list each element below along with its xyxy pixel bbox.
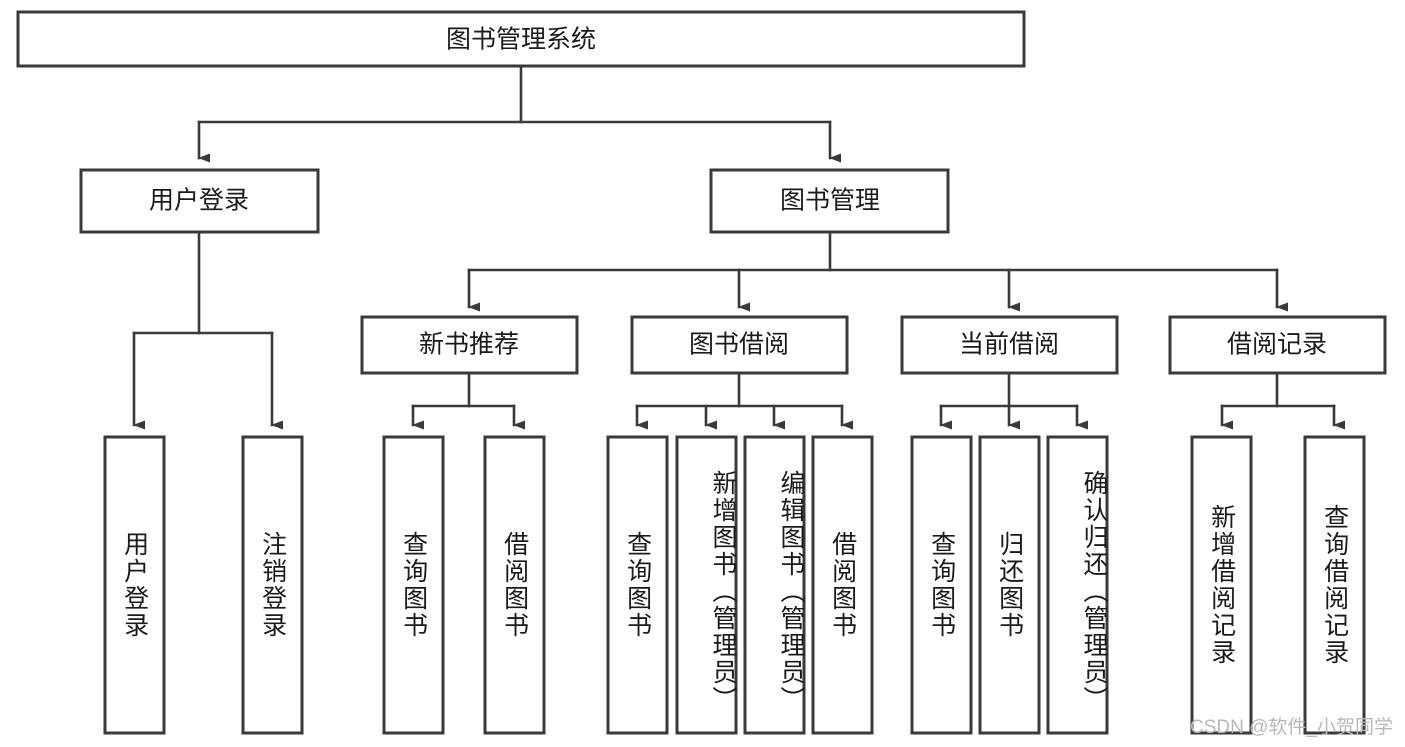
node-book-borrow[interactable]: 图书借阅 [630, 315, 849, 375]
leaf-boxes-group [103, 435, 1366, 735]
node-leaf-borrow-book-recommend-label: 借阅图书 [500, 531, 529, 639]
connector-group-current-borrow [939, 371, 1088, 430]
node-book-borrow-box [630, 315, 849, 375]
node-leaf-query-book-current-label: 查询图书 [927, 531, 956, 639]
node-leaf-query-borrow-record-label: 查询借阅记录 [1320, 504, 1349, 666]
node-book-manage[interactable]: 图书管理 [709, 168, 950, 234]
connector-group-book-borrow [635, 371, 853, 430]
node-leaf-query-book-recommend-label: 查询图书 [399, 531, 428, 639]
node-book-manage-label: 图书管理 [780, 187, 880, 215]
connector-group-book-manage [467, 230, 1288, 312]
node-book-manage-box [709, 168, 950, 234]
node-leaf-confirm-return-admin-label: 确认归还（管理员） [1080, 469, 1108, 713]
node-root[interactable]: 图书管理系统 [16, 10, 1026, 68]
node-leaf-return-book-box[interactable] [978, 435, 1041, 735]
connector-group-new-book-recommend [411, 371, 525, 430]
node-leaf-query-book-borrow-box[interactable] [606, 435, 669, 735]
node-leaf-add-book-admin-label: 新增图书（管理员） [709, 469, 737, 713]
node-leaf-return-book-label: 归还图书 [995, 531, 1024, 639]
node-leaf-query-book-borrow-label: 查询图书 [623, 531, 652, 639]
node-new-book-recommend-box [360, 315, 579, 375]
node-borrow-record-label: 借阅记录 [1227, 331, 1327, 359]
node-leaf-confirm-return-admin-box[interactable] [1046, 435, 1109, 735]
node-leaf-add-book-admin-box[interactable] [675, 435, 738, 735]
node-root-label: 图书管理系统 [446, 26, 596, 54]
node-borrow-record-box [1168, 315, 1387, 375]
node-new-book-recommend[interactable]: 新书推荐 [360, 315, 579, 375]
node-new-book-recommend-label: 新书推荐 [419, 331, 519, 359]
node-user-login-label: 用户登录 [149, 187, 249, 215]
node-leaf-add-borrow-record-label: 新增借阅记录 [1207, 504, 1236, 666]
node-current-borrow[interactable]: 当前借阅 [900, 315, 1119, 375]
node-leaf-user-logout-box[interactable] [241, 435, 304, 735]
node-user-login-box [79, 168, 320, 234]
node-leaf-query-book-recommend-box[interactable] [382, 435, 445, 735]
node-leaf-borrow-book-recommend-box[interactable] [483, 435, 546, 735]
node-book-borrow-label: 图书借阅 [689, 331, 789, 359]
connector-group-user-login [132, 230, 283, 430]
node-root-box [16, 10, 1026, 68]
node-borrow-record[interactable]: 借阅记录 [1168, 315, 1387, 375]
connector-group-root [197, 64, 841, 163]
node-leaf-query-book-current-box[interactable] [910, 435, 973, 735]
node-leaf-user-login-box[interactable] [103, 435, 166, 735]
node-leaf-edit-book-admin-label: 编辑图书（管理员） [777, 469, 805, 713]
node-user-login[interactable]: 用户登录 [79, 168, 320, 234]
node-leaf-user-login-label: 用户登录 [120, 531, 149, 639]
node-leaf-query-borrow-record-box[interactable] [1303, 435, 1366, 735]
node-leaf-borrow-book-label: 借阅图书 [828, 531, 857, 639]
node-current-borrow-box [900, 315, 1119, 375]
node-leaf-edit-book-admin-box[interactable] [743, 435, 806, 735]
node-current-borrow-label: 当前借阅 [959, 331, 1059, 359]
connector-group-borrow-record [1220, 371, 1345, 430]
node-leaf-borrow-book-box[interactable] [811, 435, 874, 735]
watermark-text: CSDN @软件_小贺同学 [1190, 717, 1393, 738]
node-leaf-add-borrow-record-box[interactable] [1190, 435, 1253, 735]
node-leaf-user-logout-label: 注销登录 [258, 531, 287, 639]
